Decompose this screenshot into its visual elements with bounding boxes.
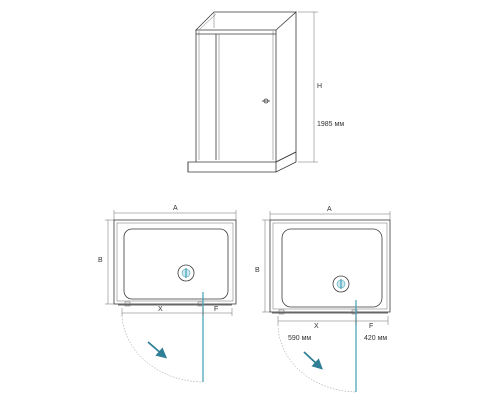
drain-outer-ring	[332, 275, 350, 293]
depth-letter: B	[98, 257, 103, 264]
hinge-left	[278, 309, 285, 315]
roof-inner-edge	[198, 13, 217, 31]
width-letter: A	[173, 205, 178, 212]
f-value: 420 мм	[364, 335, 387, 342]
drain-outer-ring	[177, 264, 195, 282]
x-value: 590 мм	[288, 335, 311, 342]
tray-outer	[113, 219, 237, 305]
tray-outer	[269, 219, 391, 313]
swing-arrow-icon	[147, 341, 168, 359]
x-letter: X	[158, 306, 163, 313]
swing-arrow-icon	[303, 351, 323, 370]
drain-icon	[332, 275, 350, 293]
drain-icon	[177, 264, 195, 282]
tray-rim	[272, 222, 388, 310]
shower-tray	[187, 151, 297, 173]
tray-basin	[123, 228, 229, 300]
cabin-frame	[195, 11, 298, 163]
plan-right: A B X F 590 мм 420 мм	[255, 206, 391, 393]
tray-outline	[187, 151, 297, 173]
depth-letter: B	[255, 267, 260, 274]
f-letter: F	[369, 323, 373, 330]
cabin-roof-outline	[195, 11, 298, 31]
height-letter: H	[317, 83, 322, 90]
height-value: 1985 мм	[317, 121, 344, 128]
door-swing-arc	[121, 315, 204, 383]
hinge-right	[351, 309, 358, 315]
perspective-view: H 1985 мм	[187, 11, 344, 173]
hinge-left	[124, 301, 131, 307]
door-swing-arc	[277, 324, 357, 393]
plan-left: A B X F	[98, 205, 237, 383]
tray-rim	[116, 222, 234, 302]
width-letter: A	[327, 206, 332, 213]
x-letter: X	[314, 323, 319, 330]
height-dimension: H 1985 мм	[298, 11, 344, 163]
f-letter: F	[214, 306, 218, 313]
tray-basin	[281, 228, 383, 308]
